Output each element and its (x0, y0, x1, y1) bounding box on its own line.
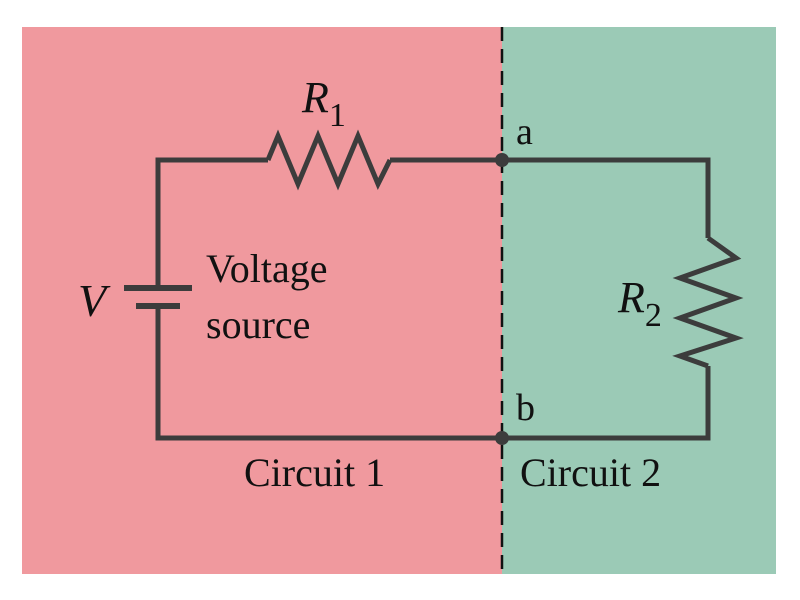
wire-bottom (155, 308, 711, 441)
node-a-label: a (516, 111, 533, 153)
r2-subscript: 2 (645, 297, 662, 334)
circuit-1-region (22, 27, 502, 574)
circuit-2-label: Circuit 2 (520, 450, 661, 495)
r2-label: R2 (617, 273, 662, 334)
voltage-source-line1: Voltage (206, 246, 327, 291)
node-a-dot (495, 153, 509, 167)
voltage-source-line2: source (206, 302, 310, 347)
resistor-r2 (672, 235, 744, 369)
r1-subscript: 1 (329, 97, 346, 134)
r2-letter: R (617, 273, 645, 322)
v-label: V (78, 275, 111, 326)
r1-label: R1 (301, 73, 346, 134)
circuit-1-label: Circuit 1 (244, 450, 385, 495)
node-b-dot (495, 431, 509, 445)
wire-top-left (155, 157, 268, 285)
r1-letter: R (301, 73, 329, 122)
node-b-label: b (516, 387, 535, 429)
resistor-r1 (265, 129, 393, 191)
